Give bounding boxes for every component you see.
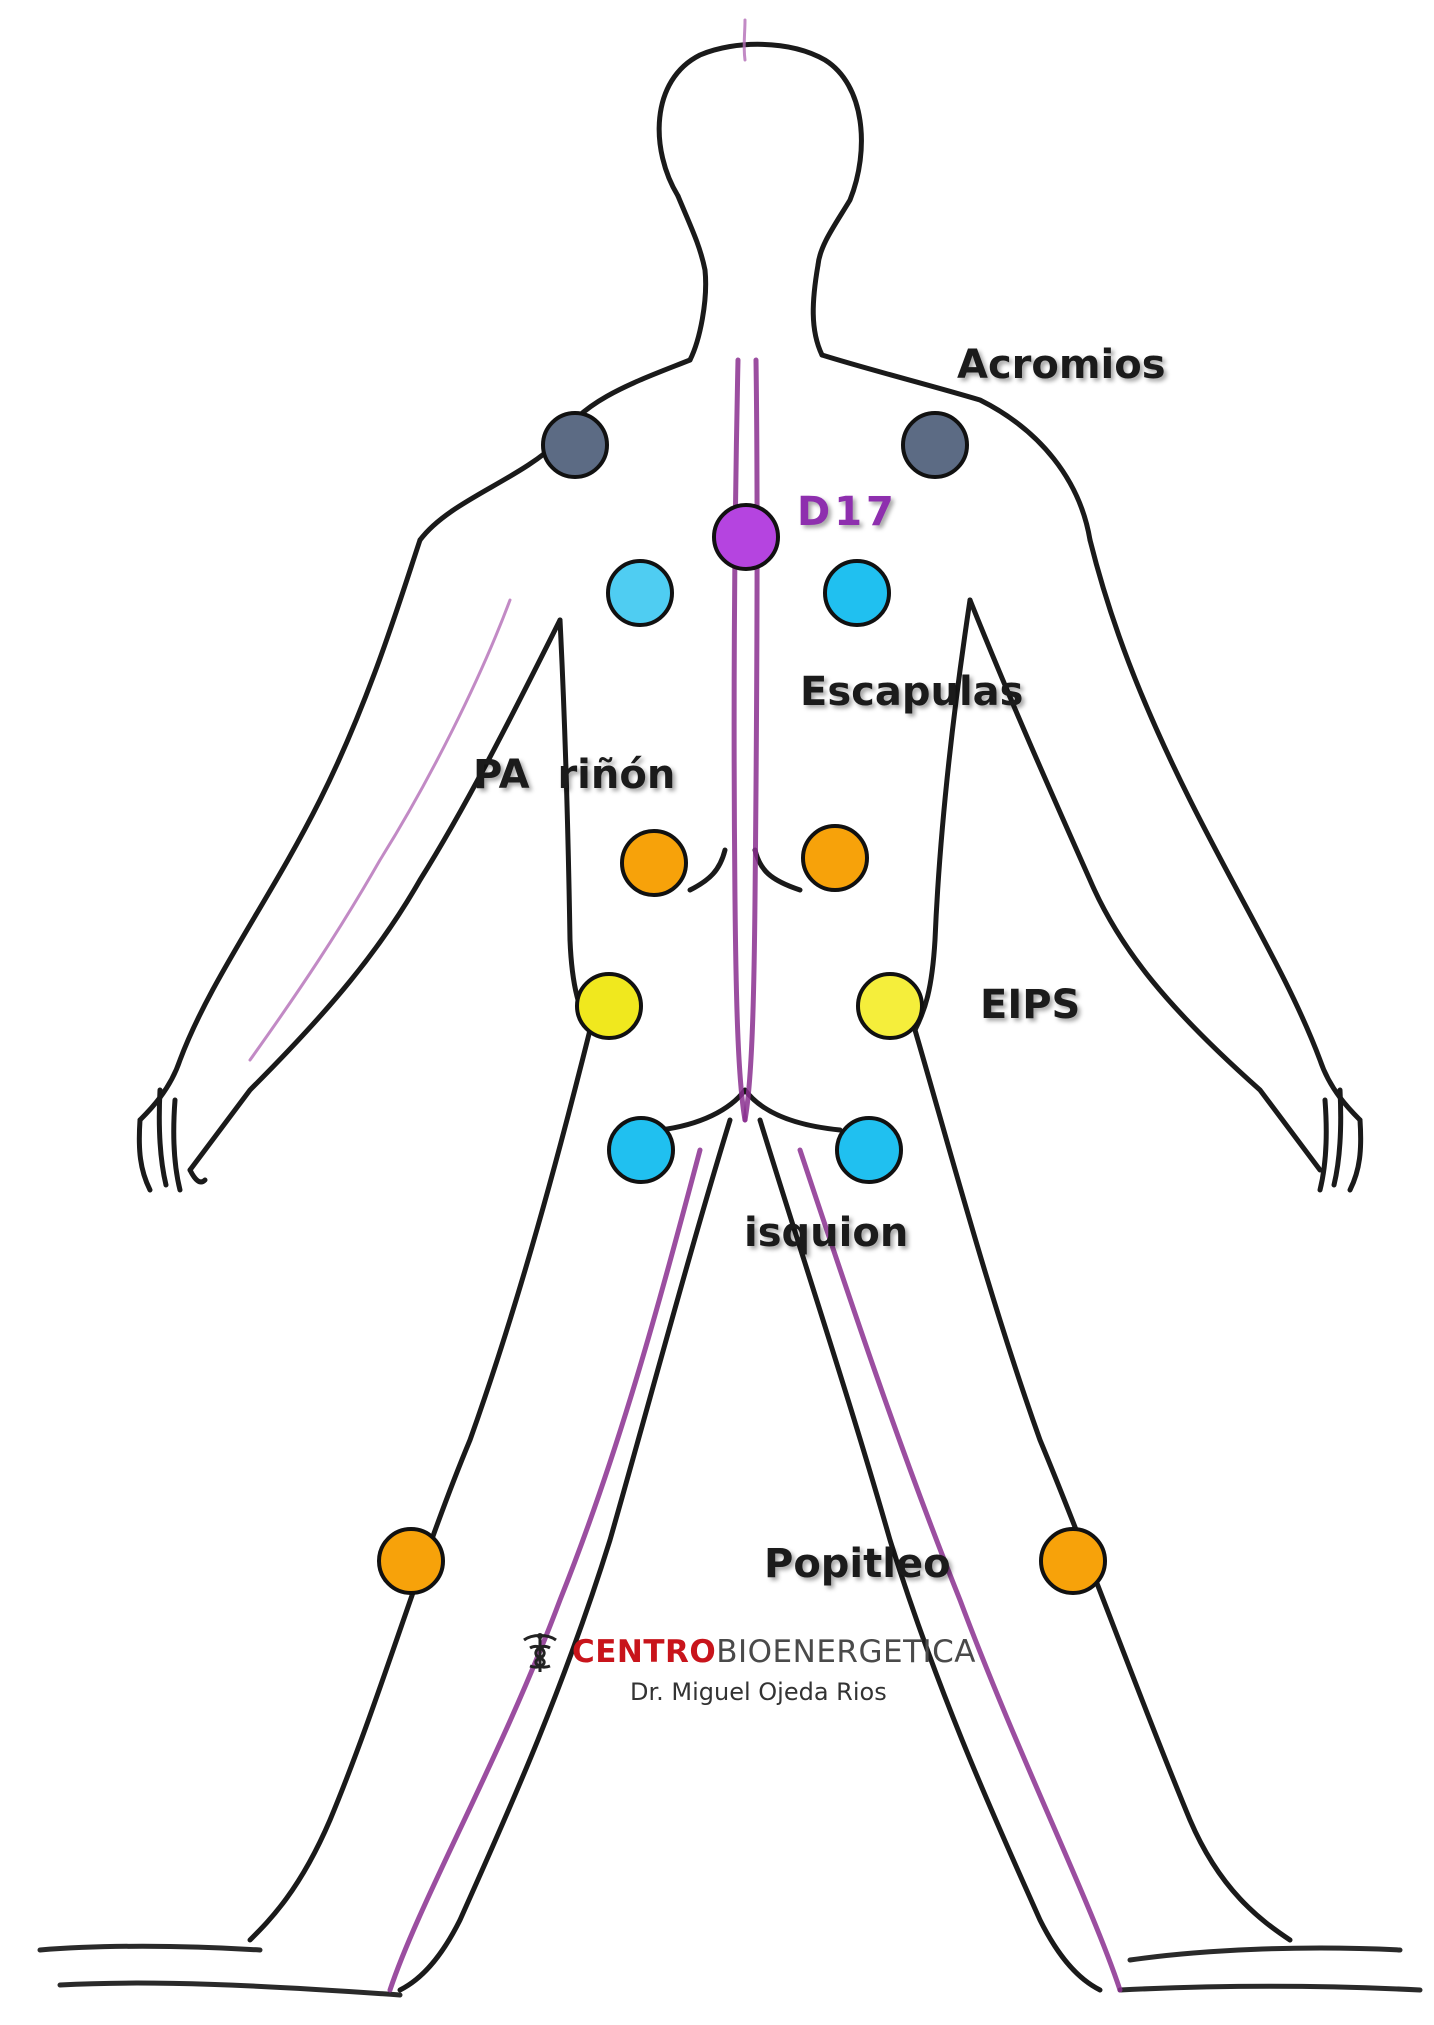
point-popitleo-left	[379, 1529, 443, 1593]
label-isquion: isquion	[744, 1213, 908, 1253]
left-leg-outer	[250, 1030, 590, 1940]
point-escapula-right	[825, 561, 889, 625]
head-meridian	[744, 20, 745, 60]
point-d17	[714, 505, 778, 569]
neck-left	[678, 196, 706, 360]
torso-right	[915, 600, 970, 1030]
point-eips-right	[858, 974, 922, 1038]
neck-right	[813, 265, 822, 355]
caduceus-icon	[516, 1630, 564, 1674]
left-arm-meridian	[250, 600, 510, 1060]
label-escapulas: Escapulas	[800, 672, 1023, 712]
left-hand	[139, 1090, 205, 1190]
spine-meridian-a	[734, 360, 745, 1120]
brand-light-text: BIOENERGETICA	[716, 1634, 976, 1670]
point-acromios-left	[543, 413, 607, 477]
point-isquion-right	[837, 1118, 901, 1182]
point-popitleo-right	[1041, 1529, 1105, 1593]
point-isquion-left	[609, 1118, 673, 1182]
point-rinon-right	[803, 826, 867, 890]
left-leg-inner	[400, 1120, 730, 1990]
brand-subtitle: Dr. Miguel Ojeda Rios	[630, 1678, 887, 1706]
point-eips-left	[577, 974, 641, 1038]
point-acromios-right	[903, 413, 967, 477]
brand-logo: CENTRO BIOENERGETICA Dr. Miguel Ojeda Ri…	[516, 1628, 996, 1718]
label-d17: D17	[797, 492, 898, 532]
label-eips: EIPS	[980, 985, 1080, 1025]
point-rinon-left	[622, 831, 686, 895]
spine-meridian-b	[745, 360, 757, 1120]
point-escapula-left	[608, 561, 672, 625]
ground-left	[40, 1946, 400, 1995]
left-arm-inner	[190, 620, 560, 1170]
lumbar-line	[690, 850, 800, 890]
label-acromios: Acromios	[957, 345, 1166, 385]
right-leg-outer	[915, 1030, 1290, 1940]
ground-right	[1120, 1948, 1420, 1990]
torso-left	[560, 620, 590, 1030]
left-arm-outer	[140, 540, 420, 1120]
label-pa-rinon: PA riñón	[473, 755, 675, 795]
right-arm-outer	[1090, 540, 1360, 1120]
label-popitleo: Popitleo	[764, 1544, 951, 1584]
head-outline	[659, 44, 861, 265]
right-hand	[1320, 1090, 1361, 1190]
brand-strong-text: CENTRO	[572, 1634, 716, 1670]
brand-line: CENTRO BIOENERGETICA	[516, 1628, 996, 1676]
